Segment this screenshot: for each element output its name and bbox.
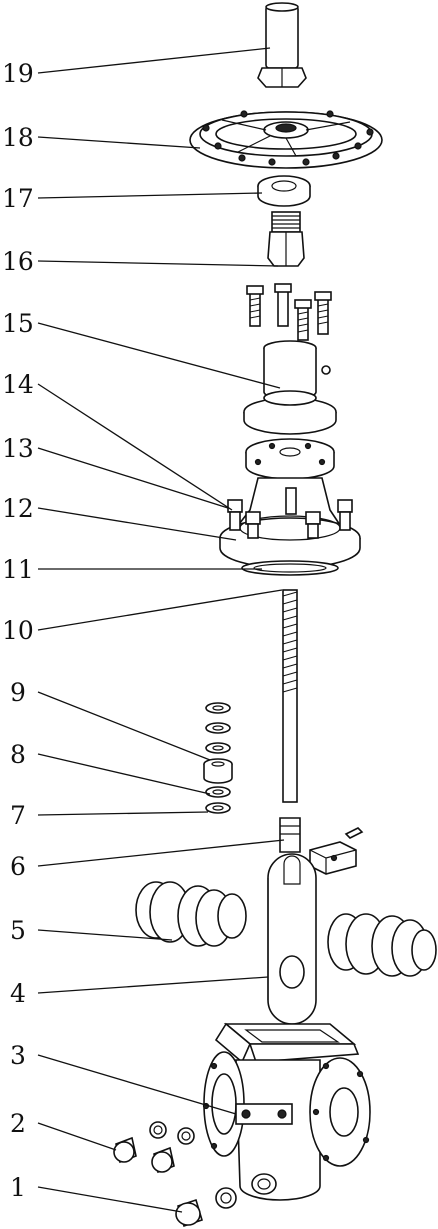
part-10-stem: [279, 589, 301, 853]
label-14: 14: [2, 370, 34, 399]
label-16: 16: [2, 247, 34, 276]
part-4-gate: [267, 853, 317, 1025]
label-10: 10: [2, 616, 34, 645]
part-1-drain-plug: [175, 1187, 237, 1228]
part-11-bonnet-gasket: [241, 560, 339, 576]
part-17-bearing-nut: [257, 175, 311, 207]
part-15-yoke-sleeve: [243, 283, 337, 435]
leader-16: [37, 260, 279, 267]
label-3: 3: [10, 1041, 26, 1070]
label-9: 9: [10, 678, 26, 707]
part-6-stem-connector: [309, 827, 364, 875]
part-3-valve-body: [202, 1022, 371, 1201]
part-19-stem-cap: [257, 2, 307, 88]
leader-6: [37, 839, 285, 867]
leader-19: [37, 47, 271, 74]
leader-15: [37, 322, 281, 389]
part-9-packing-rings: [205, 702, 231, 754]
part-12-bonnet: [219, 477, 361, 569]
leader-18: [37, 136, 201, 149]
part-number-labels: 19 18 17 16 15 14 13 12 11 10 9 8 7 6 5 …: [2, 59, 34, 1202]
label-8: 8: [10, 740, 26, 769]
part-13-bonnet-flange: [245, 438, 335, 480]
label-13: 13: [2, 434, 34, 463]
leader-5: [37, 929, 173, 941]
leader-12: [37, 507, 237, 541]
leader-2: [37, 1122, 117, 1151]
label-6: 6: [10, 852, 26, 881]
label-11: 11: [2, 555, 34, 584]
leader-14: [37, 383, 233, 511]
part-8-lantern-ring: [203, 758, 233, 798]
leader-8: [37, 753, 211, 795]
part-5-seat-springs: [135, 881, 437, 977]
part-7-gland-ring: [205, 802, 231, 814]
part-16-yoke-bushing: [267, 211, 305, 267]
label-12: 12: [2, 494, 34, 523]
label-1: 1: [10, 1173, 26, 1202]
leader-10: [37, 589, 283, 631]
leader-17: [37, 192, 263, 199]
label-2: 2: [10, 1109, 26, 1138]
leader-lines: [37, 47, 285, 1213]
label-19: 19: [2, 59, 34, 88]
leader-7: [37, 811, 209, 816]
part-2-plugs: [113, 1121, 195, 1174]
leader-13: [37, 447, 229, 509]
label-17: 17: [2, 184, 34, 213]
leader-9: [37, 691, 211, 761]
label-7: 7: [10, 801, 26, 830]
leader-1: [37, 1186, 183, 1213]
label-15: 15: [2, 309, 34, 338]
label-18: 18: [2, 123, 34, 152]
leader-4: [37, 976, 269, 994]
label-4: 4: [10, 979, 26, 1008]
leader-3: [37, 1054, 237, 1115]
part-18-handwheel: [189, 110, 383, 169]
label-5: 5: [10, 916, 26, 945]
